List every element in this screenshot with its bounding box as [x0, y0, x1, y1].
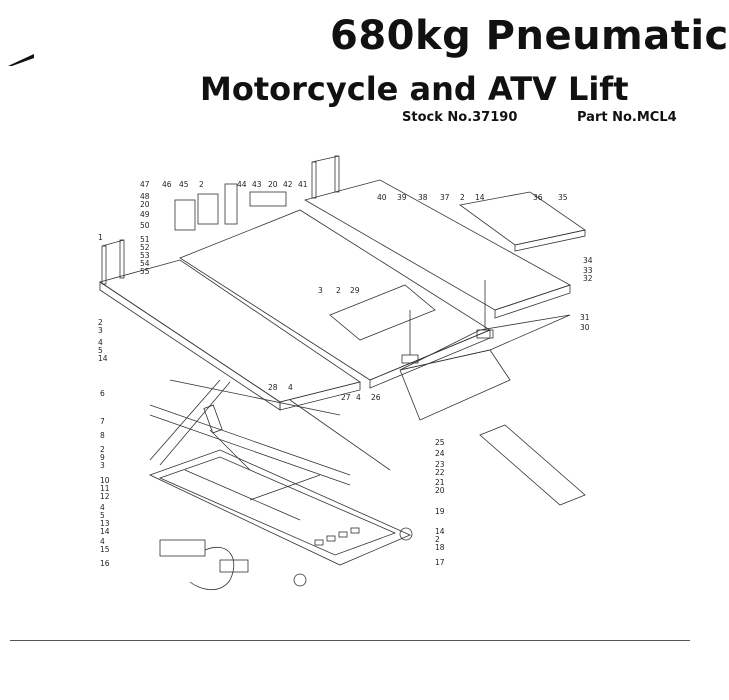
callout: 1: [98, 233, 103, 242]
callout: 22: [435, 468, 445, 477]
callout: 14: [475, 193, 485, 202]
callout: 50: [140, 221, 150, 230]
callout: 4: [288, 383, 293, 392]
callout: 41: [298, 180, 308, 189]
callout: 47: [140, 180, 150, 189]
callout: 2: [100, 445, 105, 454]
callout: 12: [100, 492, 110, 501]
callout: 34: [583, 256, 593, 265]
callout: 16: [100, 559, 110, 568]
title-line-1-text: 680kg Pneumatic: [330, 13, 729, 59]
callout: 18: [435, 543, 445, 552]
callout: 32: [583, 274, 593, 283]
callout: 10: [100, 476, 110, 485]
lift-table-lines: [99, 155, 586, 591]
callout: 49: [140, 210, 150, 219]
brand-logo-icon: [8, 54, 34, 66]
callout: 14: [98, 354, 108, 363]
callout: 14: [100, 527, 110, 536]
callout: 33: [583, 266, 593, 275]
callout: 2: [460, 193, 465, 202]
callout: 55: [140, 267, 150, 276]
title-line-2: Motorcycle and ATV Lift: [200, 70, 629, 108]
callout: 19: [435, 507, 445, 516]
callout: 15: [100, 545, 110, 554]
callout: 52: [140, 243, 150, 252]
callout: 29: [350, 286, 360, 295]
callout: 2: [199, 180, 204, 189]
callout: 9: [100, 453, 105, 462]
callout: 40: [377, 193, 387, 202]
callout: 7: [100, 417, 105, 426]
callout: 6: [100, 389, 105, 398]
callout: 23: [435, 460, 445, 469]
callout: 14: [435, 527, 445, 536]
part-number: Part No.MCL4: [577, 110, 677, 125]
callout: 20: [435, 486, 445, 495]
callout: 25: [435, 438, 445, 447]
callout: 3: [318, 286, 323, 295]
callout: 26: [371, 393, 381, 402]
callout: 4: [100, 503, 105, 512]
callout: 38: [418, 193, 428, 202]
stock-number: Stock No.37190: [402, 110, 518, 125]
callout: 4: [100, 537, 105, 546]
callout: 11: [100, 484, 110, 493]
callout: 27: [341, 393, 351, 402]
callout: 51: [140, 235, 150, 244]
callout: 31: [580, 313, 590, 322]
callout: 3: [98, 326, 103, 335]
title-line-1: 680kg Pneumatic: [330, 16, 728, 72]
callout: 3: [100, 461, 105, 470]
callout: 48: [140, 192, 150, 201]
callout: 13: [100, 519, 110, 528]
callout: 54: [140, 259, 150, 268]
callout: 8: [100, 431, 105, 440]
callout: 21: [435, 478, 445, 487]
callout: 37: [440, 193, 450, 202]
callout: 53: [140, 251, 150, 260]
callout: 4: [98, 338, 103, 347]
callout: 2: [336, 286, 341, 295]
callout: 5: [100, 511, 105, 520]
callout: 30: [580, 323, 590, 332]
callout: 17: [435, 558, 445, 567]
callout: 2: [435, 535, 440, 544]
callout: 36: [533, 193, 543, 202]
callout: 24: [435, 449, 445, 458]
callout: 28: [268, 383, 278, 392]
callout: 20: [140, 200, 150, 209]
callout: 2: [98, 318, 103, 327]
callout: 35: [558, 193, 568, 202]
callout: 42: [283, 180, 293, 189]
callout: 44: [237, 180, 247, 189]
callout: 45: [179, 180, 189, 189]
callout: 46: [162, 180, 172, 189]
callout: 20: [268, 180, 278, 189]
footer-divider: [10, 640, 690, 641]
callout: 4: [356, 393, 361, 402]
callout: 39: [397, 193, 407, 202]
callout: 5: [98, 346, 103, 355]
callout: 43: [252, 180, 262, 189]
manual-page: 680kg Pneumatic Motorcycle and ATV Lift …: [8, 16, 728, 641]
exploded-parts-diagram: 1 2 3 4 5 14 6 7 8 2 9 3 10 11 12 4 5 13…: [98, 155, 593, 591]
callout-labels: 1 2 3 4 5 14 6 7 8 2 9 3 10 11 12 4 5 13…: [98, 180, 593, 568]
